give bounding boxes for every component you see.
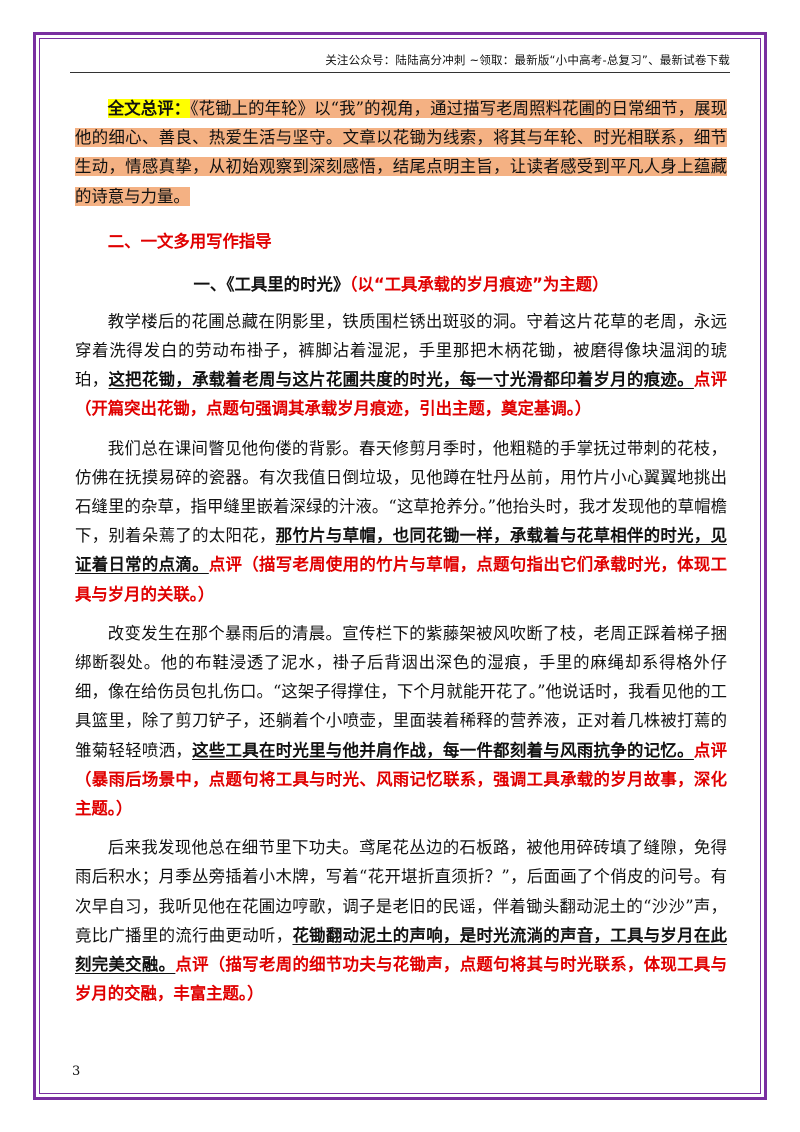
page-header: 关注公众号：陆陆高分冲刺 ~领取：最新版“小中高考-总复习”、最新试卷下载	[325, 53, 730, 67]
key-sentence: 那竹片与草帽，也同花锄一样，承载着与花草相伴的时光，见证着日常的点滴。	[75, 526, 727, 575]
key-sentence: 花锄翻动泥土的声响，是时光流淌的声音，工具与岁月在此刻完美交融。	[75, 925, 728, 975]
essay-paragraph: 后来我发现他总在细节里下功夫。鸢尾花丛边的石板路，被他用碎砖填了缝隙，免得雨后积…	[75, 833, 727, 1008]
paragraph-text: 教学楼后的花圃总藏在阴影里，铁质围栏锈出斑驳的洞。守着这片花草的老周，永远穿着洗…	[75, 311, 727, 390]
paragraph-text: 后来我发现他总在细节里下功夫。鸢尾花丛边的石板路，被他用碎砖填了缝隙，免得雨后积…	[75, 838, 727, 945]
summary-paragraph: 全文总评：《花锄上的年轮》以“我”的视角，通过描写老周照料花圃的日常细节，展现他…	[75, 94, 728, 211]
document-body: 全文总评：《花锄上的年轮》以“我”的视角，通过描写老周照料花圃的日常细节，展现他…	[75, 94, 728, 1018]
essay-paragraph: 我们总在课间瞥见他佝偻的背影。春天修剪月季时，他粗糙的手掌抚过带刺的花枝，仿佛在…	[75, 434, 727, 609]
essay-paragraph: 教学楼后的花圃总藏在阴影里，铁质围栏锈出斑驳的洞。守着这片花草的老周，永远穿着洗…	[75, 307, 727, 424]
comment-note: 点评（开篇突出花锄，点题句强调其承载岁月痕迹，引出主题，奠定基调。）	[75, 370, 728, 419]
paragraph-text: 我们总在课间瞥见他佝偻的背影。春天修剪月季时，他粗糙的手掌抚过带刺的花枝，仿佛在…	[75, 438, 727, 546]
section-heading: 二、一文多用写作指导	[107, 231, 272, 251]
page-number: 3	[72, 1064, 81, 1079]
comment-note: 点评（暴雨后场景中，点题句将工具与时光、风雨记忆联系，强调工具承载的岁月故事，深…	[75, 740, 728, 819]
summary-text: 《花锄上的年轮》以“我”的视角，通过描写老周照料花圃的日常细节，展现他的细心、善…	[75, 99, 728, 206]
key-sentence: 这把花锄，承载着老周与这片花圃共度的时光，每一寸光滑都印着岁月的痕迹。	[108, 370, 694, 390]
essay-title-main: 一、《工具里的时光》	[193, 274, 350, 294]
key-sentence: 这些工具在时光里与他并肩作战，每一件都刻着与风雨抗争的记忆。	[192, 740, 694, 760]
essay-title-theme: （以“工具承载的岁月痕迹”为主题）	[349, 274, 609, 294]
essay-title: 一、《工具里的时光》（以“工具承载的岁月痕迹”为主题）	[75, 270, 727, 299]
page-border-outer	[33, 32, 767, 1100]
comment-note: 点评（描写老周的细节功夫与花锄声，点题句将其与时光联系，体现工具与岁月的交融，丰…	[75, 955, 727, 1004]
essay-paragraph: 改变发生在那个暴雨后的清晨。宣传栏下的紫藤架被风吹断了枝，老周正踩着梯子捆绑断裂…	[75, 619, 727, 823]
comment-note: 点评（描写老周使用的竹片与草帽，点题句指出它们承载时光，体现工具与岁月的关联。）	[75, 555, 727, 604]
page-border-inner	[39, 38, 761, 1094]
paragraph-text: 改变发生在那个暴雨后的清晨。宣传栏下的紫藤架被风吹断了枝，老周正踩着梯子捆绑断裂…	[75, 623, 727, 760]
summary-label: 全文总评：	[107, 99, 191, 118]
header-rule	[70, 72, 730, 73]
